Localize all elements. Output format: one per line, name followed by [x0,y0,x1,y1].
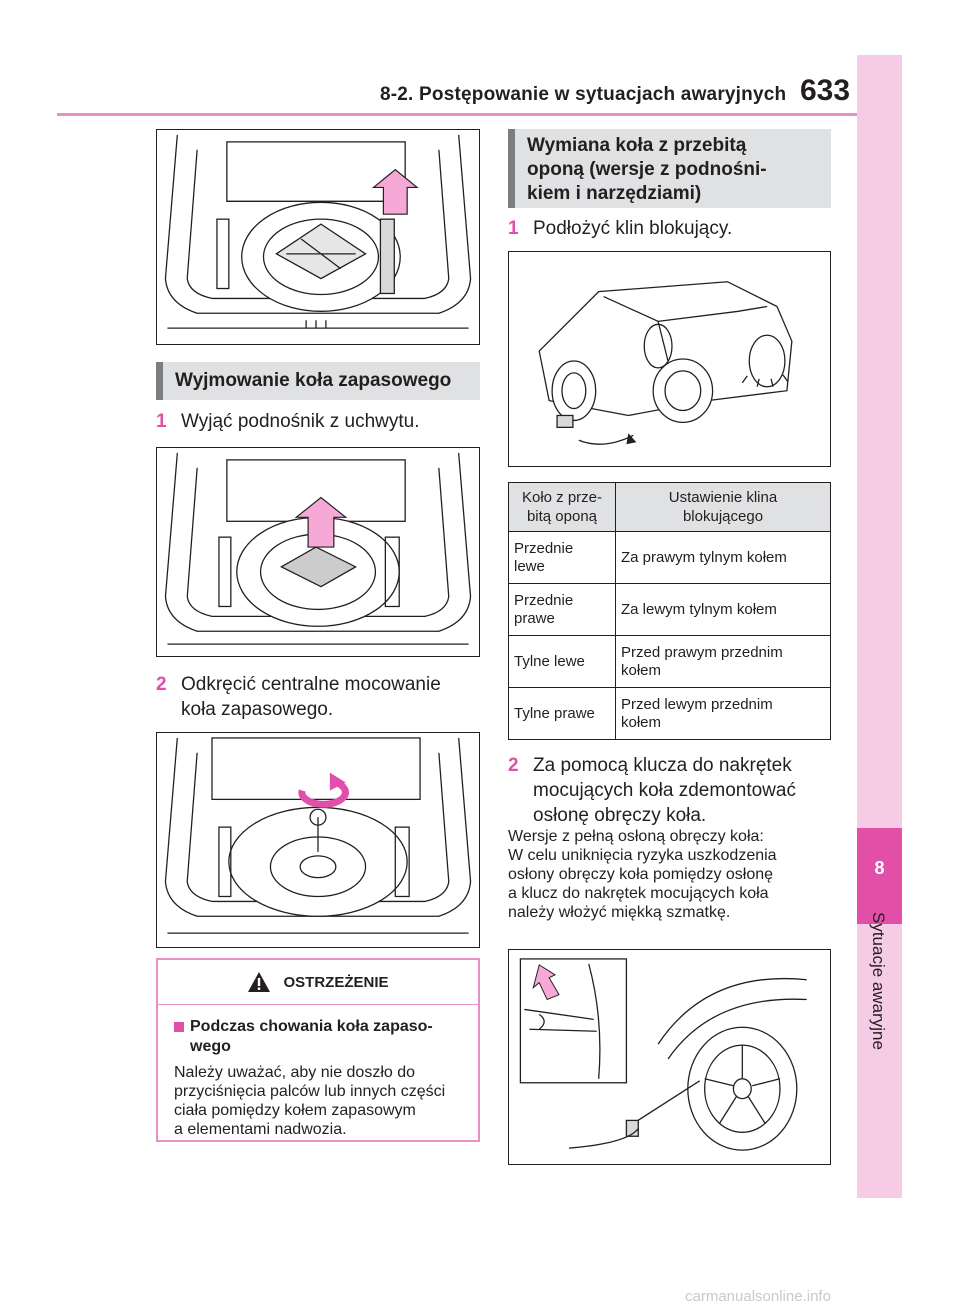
table-cell: Za lewym tylnym kołem [615,583,831,636]
page-number: 633 [800,74,851,107]
step-text: Wyjąć podnośnik z uchwytu. [181,411,420,432]
chapter-title: Sytuacje awaryjne [869,912,888,1050]
trunk-spare-illustration [164,452,472,645]
spare-bolt-illustration [164,737,472,934]
wheel-cover-note: Wersje z pełną osłoną obręczy koła: W ce… [508,828,777,921]
chapter-number: 8 [874,858,885,878]
step-number: 2 [156,674,167,695]
warning-title: OSTRZEŻENIE [283,973,389,991]
figure-trunk-jack [156,129,480,345]
table-cell: Tylne prawe [508,687,616,740]
figure-wheel-cover-removal [508,949,831,1165]
warning-triangle-icon [248,972,271,992]
chapter-tab[interactable] [857,828,902,924]
step-text: Podłożyć klin blokujący. [533,218,733,239]
figure-car-wheel-chock [508,251,831,467]
chapter-sidebar [857,55,902,1198]
trunk-jack-illustration [164,134,472,329]
table-header-cell: Koło z prze-bitą oponą [508,482,616,532]
warning-box: OSTRZEŻENIE Podczas chowania koła zapaso… [156,958,480,1142]
step-number: 1 [156,411,167,432]
car-chock-illustration [538,281,793,445]
table-cell: Tylne lewe [508,635,616,688]
heading-spare-removal: Wyjmowanie koła zapasowego [156,362,480,400]
wheel-cover-illustration [519,958,807,1151]
figure-trunk-spare [156,447,480,657]
table-cell: Za prawym tylnym kołem [615,531,831,584]
header-rule [57,113,857,116]
warning-body: Należy uważać, aby nie doszło do przyciś… [174,1064,446,1138]
right-step-1: 1 Podłożyć klin blokujący. [508,216,732,241]
warning-header: OSTRZEŻENIE [158,960,478,1005]
footer-watermark[interactable]: carmanualsonline.info [685,1288,831,1305]
figure-spare-bolt [156,732,480,948]
warning-subtitle: Podczas chowania koła zapaso-wego [174,1017,470,1057]
bullet-square-icon [174,1022,184,1032]
left-step-1: 1 Wyjąć podnośnik z uchwytu. [156,409,420,434]
step-number: 2 [508,755,519,776]
step-number: 1 [508,218,519,239]
section-title: 8-2. Postępowanie w sytuacjach awaryjnyc… [380,84,787,105]
